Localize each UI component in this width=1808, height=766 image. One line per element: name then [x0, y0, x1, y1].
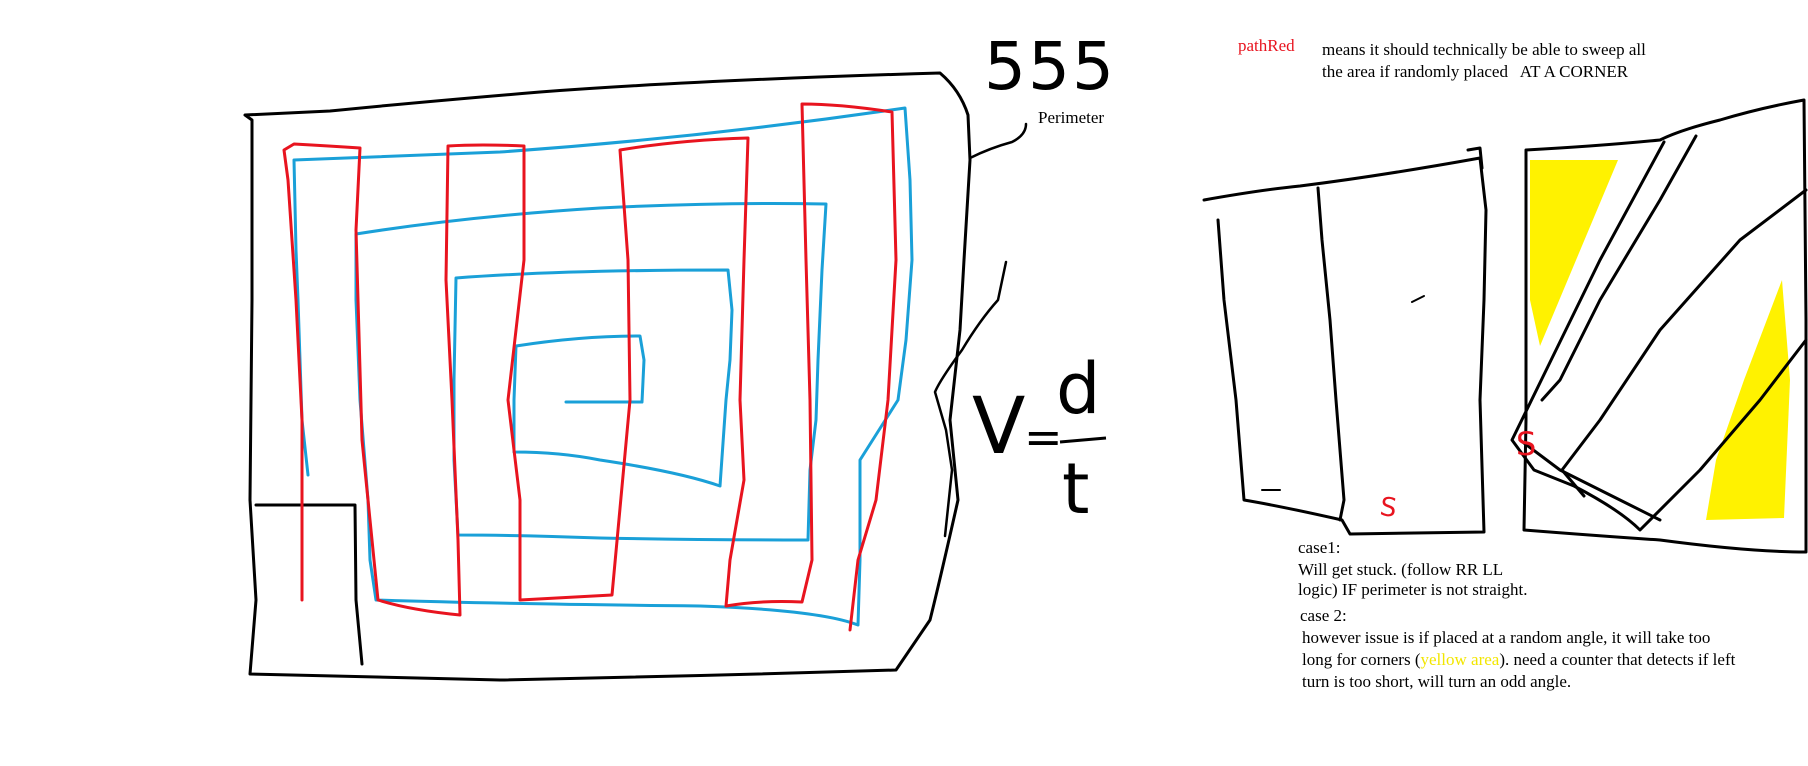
formula-v: V: [972, 382, 1026, 472]
case2-line3: turn is too short, will turn an odd angl…: [1302, 672, 1572, 691]
inner-room: [254, 503, 364, 666]
red-sweep-path: [282, 102, 898, 632]
case2-diagonal-b: [1540, 134, 1698, 402]
formula-equals: =: [1024, 410, 1063, 464]
case2-title: case 2:: [1300, 606, 1347, 625]
case2-line2: long for corners (yellow area). need a c…: [1302, 650, 1735, 670]
formula-fraction-bar: [1059, 436, 1107, 444]
case2-yellow-area-text: yellow area: [1420, 650, 1500, 669]
yellow-area-top: [1530, 160, 1618, 346]
path-red-label: pathRed: [1238, 36, 1295, 55]
perimeter-outline: [243, 71, 972, 682]
case2-line2a: long for corners (: [1302, 650, 1421, 669]
perimeter-label: Perimeter: [1038, 108, 1105, 127]
blue-spiral-path: [292, 106, 914, 627]
case2-diagonal-a: [1510, 140, 1808, 532]
formula-t: t: [1062, 448, 1090, 530]
edge-squiggle: [933, 260, 1008, 538]
case1-title: case1:: [1298, 538, 1341, 557]
case1-line2: logic) IF perimeter is not straight.: [1298, 580, 1528, 599]
start-marker-case1: S: [1377, 491, 1399, 525]
case1-outline: [1202, 156, 1488, 536]
perimeter-leader: [968, 122, 1028, 160]
case2-line1: however issue is if placed at a random a…: [1302, 628, 1711, 647]
case2-diagonal-d: [1518, 438, 1662, 522]
path-red-desc-line1: means it should technically be able to s…: [1322, 40, 1646, 59]
yellow-area-bottom: [1706, 280, 1790, 520]
case2-line2b: ). need a counter that detects if left: [1499, 650, 1736, 669]
path-red-desc-line2a: the area if randomly placed: [1322, 62, 1508, 81]
case1-line1: Will get stuck. (follow RR LL: [1298, 560, 1504, 579]
path-red-desc-line2b: AT A CORNER: [1519, 62, 1629, 81]
case2-outline: [1522, 98, 1808, 554]
start-marker-case2: S: [1516, 425, 1537, 463]
formula-d: d: [1056, 348, 1101, 430]
number-label-555: 555: [984, 28, 1116, 105]
case1-corner-block: [1466, 146, 1484, 170]
case1-tick-b: [1411, 295, 1425, 303]
case1-inner-wall: [1316, 186, 1346, 522]
path-red-desc-line2: the area if randomly placed AT A CORNER: [1322, 62, 1628, 82]
